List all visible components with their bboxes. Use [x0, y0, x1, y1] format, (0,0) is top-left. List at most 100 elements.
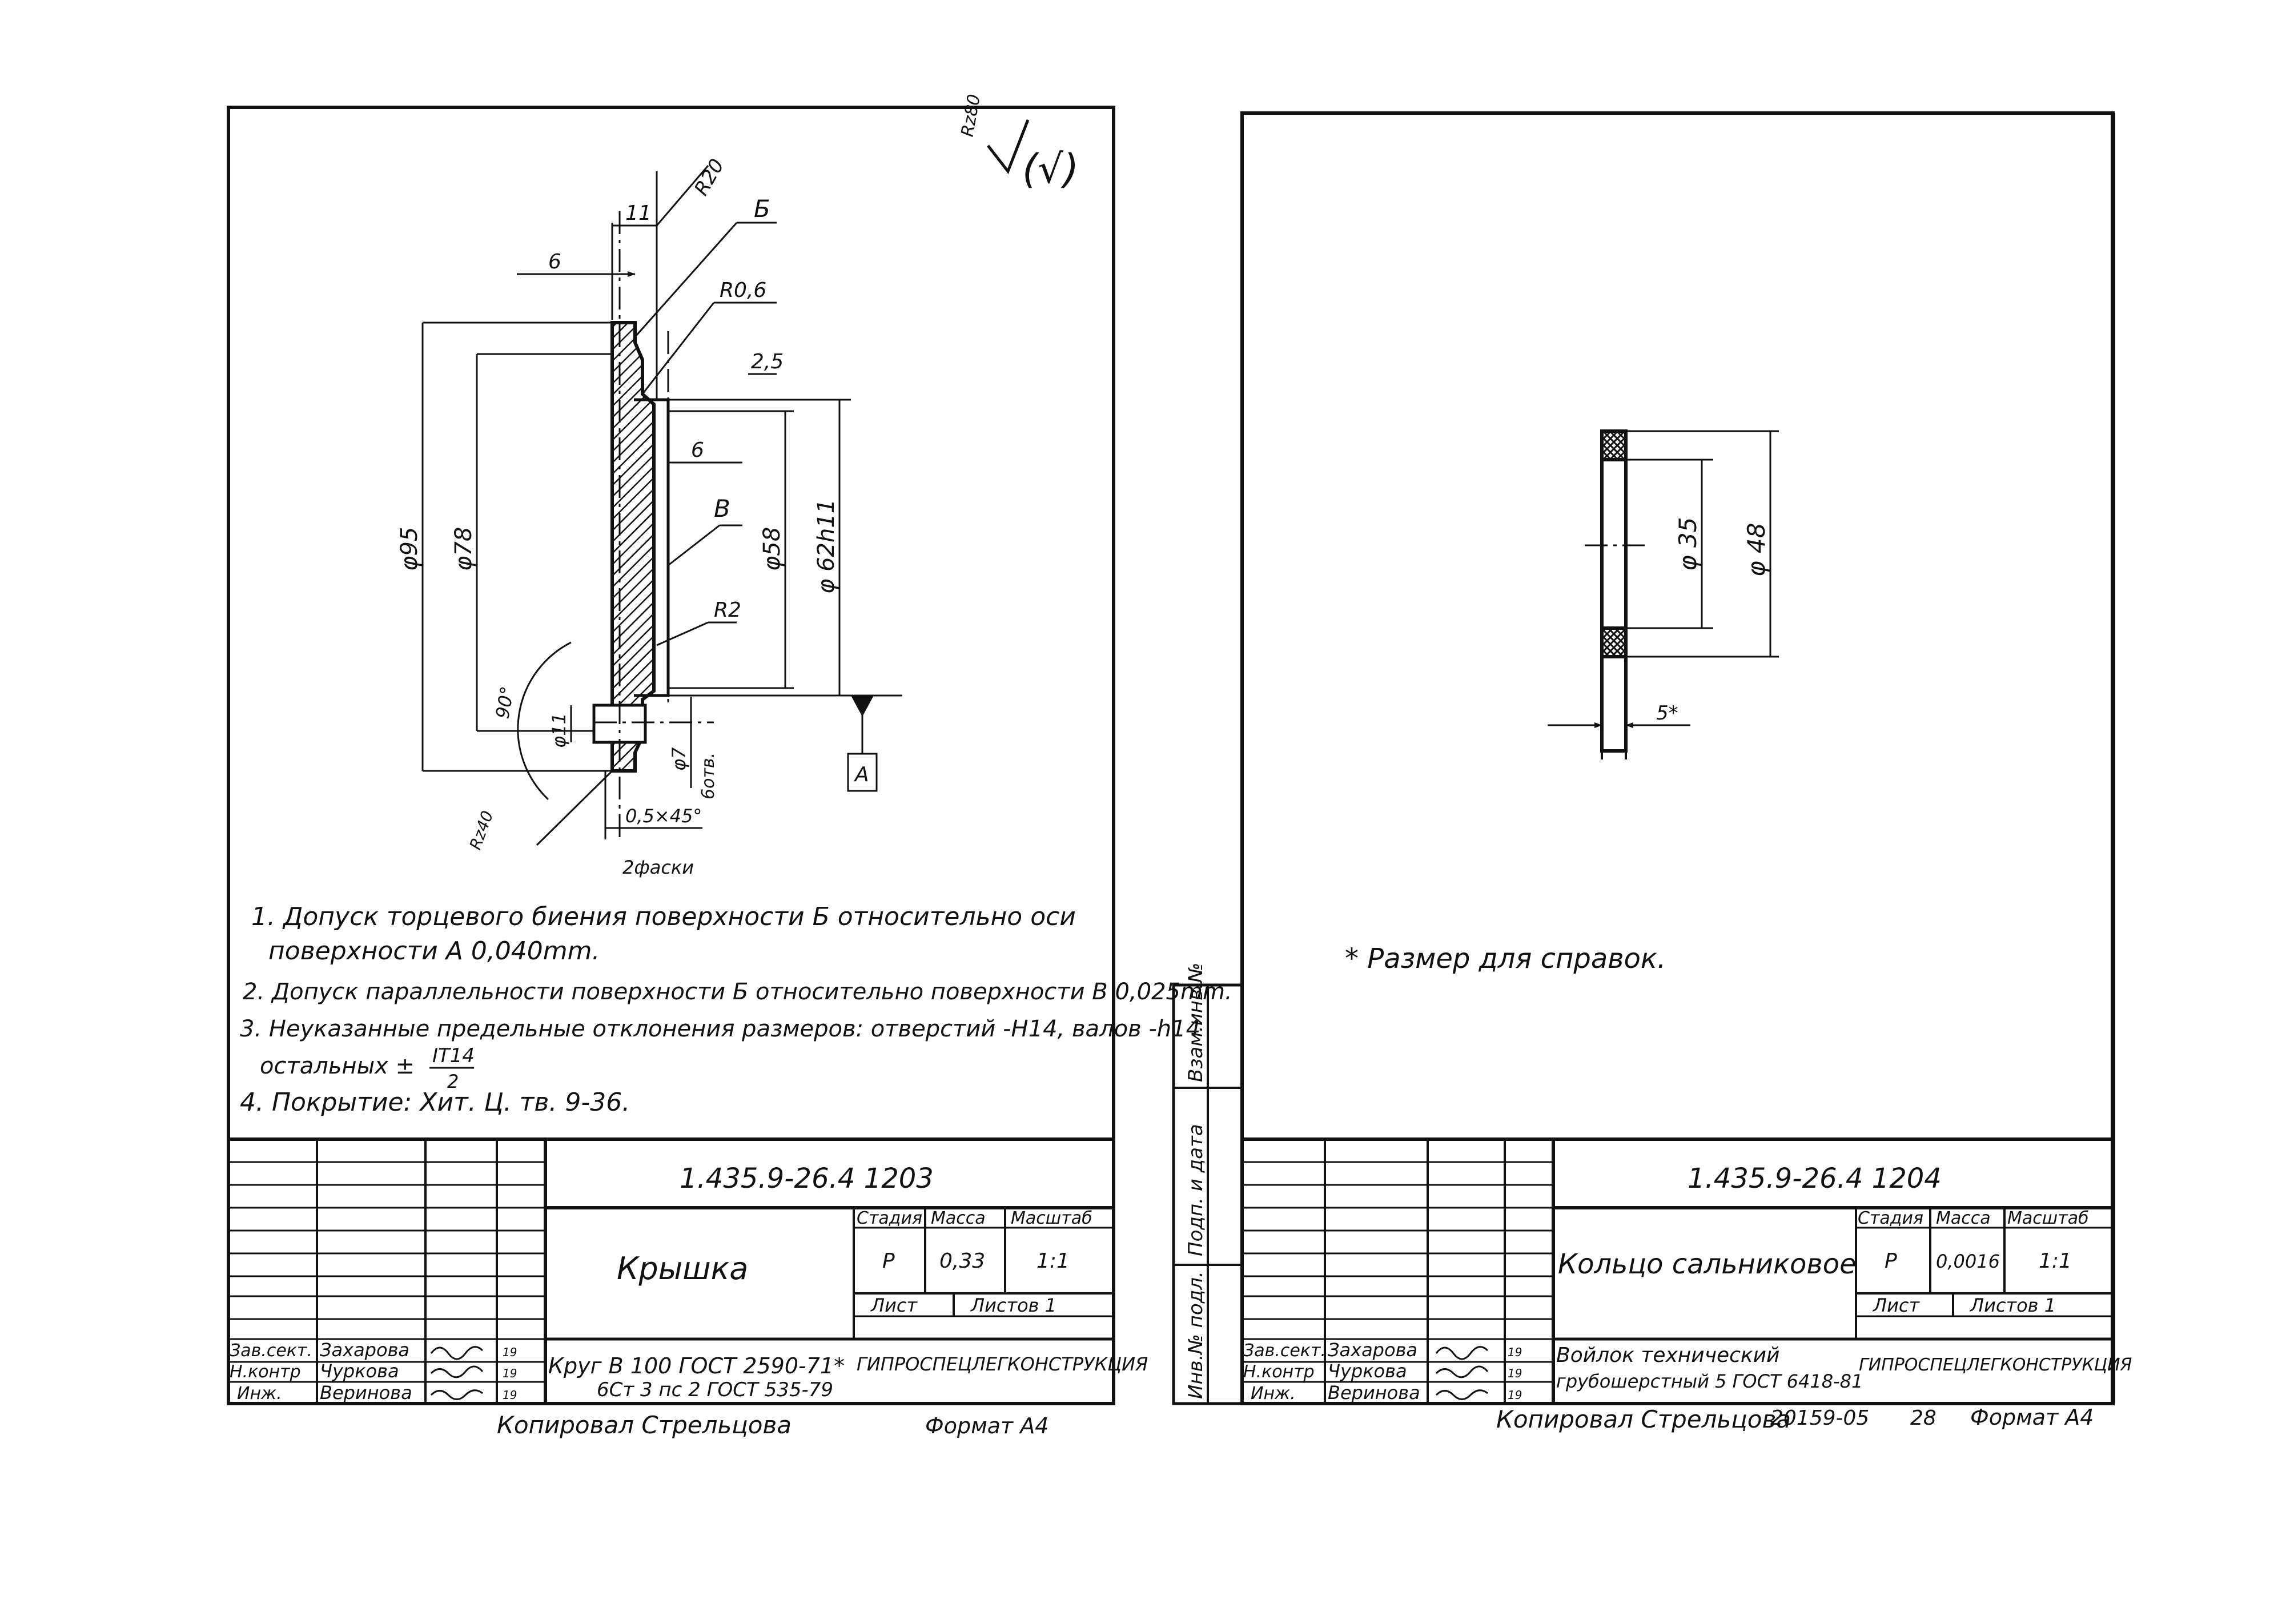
- dim-d95: φ95: [396, 527, 423, 571]
- stage-header-2: Стадия: [1858, 1208, 1923, 1228]
- scale-header-2: Масштаб: [2007, 1208, 2089, 1228]
- sheet-1: Rz80 (√): [227, 93, 1232, 1439]
- dim-6-top: 6: [548, 250, 561, 274]
- side-strip: [1172, 983, 1244, 1405]
- copied-by-1: Копировал Стрельцова: [497, 1411, 792, 1439]
- roughness-value: Rz80: [958, 93, 985, 138]
- format-1: Формат А4: [925, 1413, 1048, 1438]
- mass-value-1: 0,33: [939, 1249, 985, 1273]
- cover-plate-section: [610, 321, 656, 773]
- date-1-1: 19: [503, 1345, 517, 1359]
- scale-value-1: 1:1: [1036, 1249, 1070, 1273]
- dimensions-sheet-1: [421, 165, 902, 846]
- dim-5: 5*: [1656, 702, 1678, 725]
- dim-d62h11: φ 62h11: [813, 499, 839, 594]
- dim-d11: φ11: [548, 713, 570, 748]
- signature-2-1: [1435, 1346, 1489, 1360]
- chamfer-dim: 0,5×45°: [625, 805, 702, 827]
- date-1-2: 19: [503, 1366, 517, 1380]
- dim-d35: φ 35: [1674, 517, 1702, 572]
- role-2-2: Н.контр: [1243, 1362, 1315, 1382]
- stage-value-1: P: [882, 1249, 895, 1273]
- reference-note: * Размер для справок.: [1345, 943, 1666, 975]
- dim-d48: φ 48: [1742, 523, 1770, 577]
- title-block-2: [1242, 1137, 2113, 1404]
- copied-by-2: Копировал Стрельцова: [1496, 1405, 1791, 1433]
- mass-header-1: Масса: [931, 1208, 986, 1228]
- role-2-3: Инж.: [1251, 1384, 1296, 1404]
- dim-d58: φ58: [759, 527, 785, 571]
- doc-number-2: 1.435.9-26.4 1204: [1688, 1163, 1942, 1195]
- format-2: Формат А4: [1970, 1405, 2094, 1430]
- title-block-1-text: 1.435.9-26.4 1203 Крышка Стадия Масса Ма…: [230, 1163, 1148, 1404]
- surface-v-label: В: [714, 495, 730, 522]
- album-code: 20159-05: [1770, 1406, 1869, 1430]
- dim-11: 11: [625, 202, 652, 225]
- sheet-2: φ 35 φ 48 5* * Размер для справок. Инв.№…: [1172, 111, 2132, 1433]
- dim-6-mid: 6: [691, 439, 704, 462]
- dim-r06: R0,6: [720, 279, 766, 302]
- note-3-fraction-num: IT14: [432, 1044, 475, 1067]
- surface-b-label: Б: [754, 195, 770, 223]
- dim-d78: φ78: [451, 527, 477, 571]
- person-1-2: Чуркова: [320, 1360, 399, 1382]
- dim-r2: R2: [714, 598, 741, 622]
- cover-part-section: [592, 211, 714, 839]
- angle-90: 90°: [491, 685, 518, 720]
- scale-header-1: Масштаб: [1011, 1208, 1092, 1228]
- note-3-line-2: остальных ±: [260, 1053, 415, 1079]
- role-2-1: Зав.сект.: [1243, 1341, 1326, 1361]
- holes-count: 6отв.: [698, 753, 718, 799]
- date-1-3: 19: [503, 1388, 517, 1402]
- sheet-header-1: Лист: [870, 1295, 918, 1316]
- material-1-line-1: Круг В 100 ГОСТ 2590-71*: [548, 1353, 845, 1378]
- person-2-3: Веринова: [1328, 1382, 1420, 1404]
- date-2-2: 19: [1508, 1366, 1522, 1380]
- date-2-1: 19: [1508, 1345, 1522, 1359]
- signature-1-2: [430, 1365, 484, 1378]
- sheets-header-2: Листов 1: [1970, 1295, 2056, 1316]
- organization-2: ГИПРОСПЕЦЛЕГКОНСТРУКЦИЯ: [1859, 1355, 2132, 1375]
- title-block-1: [228, 1137, 1114, 1404]
- signature-2-3: [1435, 1389, 1488, 1400]
- part-name-1: Крышка: [617, 1251, 748, 1287]
- mass-header-2: Масса: [1936, 1208, 1991, 1228]
- sheet-1-frame: [227, 106, 1115, 1405]
- organization-1: ГИПРОСПЕЦЛЕГКОНСТРУКЦИЯ: [857, 1353, 1148, 1375]
- sheets-header-1: Листов 1: [970, 1295, 1056, 1316]
- scale-value-2: 1:1: [2039, 1249, 2072, 1273]
- side-label-sign: Подп. и дата: [1184, 1124, 1207, 1256]
- page-number: 28: [1910, 1406, 1937, 1430]
- note-1-line-2: поверхности А 0,040mm.: [268, 936, 600, 966]
- dim-r20: R20: [690, 155, 729, 200]
- doc-number-1: 1.435.9-26.4 1203: [680, 1163, 934, 1195]
- signature-1-3: [430, 1389, 483, 1400]
- role-1-3: Инж.: [237, 1384, 282, 1404]
- material-2-line-2: грубошерстный 5 ГОСТ 6418-81: [1556, 1370, 1863, 1392]
- sheet-header-2: Лист: [1873, 1295, 1920, 1316]
- person-2-2: Чуркова: [1328, 1360, 1407, 1382]
- mass-value-2: 0,0016: [1936, 1251, 2000, 1272]
- person-1-1: Захарова: [320, 1339, 409, 1361]
- dimension-labels-sheet-1: 11 R20 Б 6 R0,6 2,5 6 В φ95 φ78 φ58 φ 62…: [396, 155, 839, 878]
- signature-2-2: [1435, 1365, 1489, 1378]
- side-label-inv: Инв.№ подл.: [1184, 1271, 1207, 1399]
- person-1-3: Веринова: [320, 1382, 412, 1404]
- person-2-1: Захарова: [1328, 1339, 1417, 1361]
- datum-label: А: [854, 763, 869, 786]
- stage-value-2: P: [1885, 1249, 1897, 1273]
- note-4: 4. Покрытие: Хит. Ц. тв. 9-36.: [240, 1088, 630, 1117]
- roughness-other: (√): [1022, 146, 1079, 192]
- roughness-rz40: Rz40: [466, 809, 497, 853]
- note-1-line-1: 1. Допуск торцевого биения поверхности Б…: [251, 902, 1076, 931]
- note-3-fraction-den: 2: [447, 1071, 459, 1092]
- ring-section-bottom: [1600, 626, 1628, 658]
- seal-ring-section: [1585, 429, 1645, 759]
- chamfer-count: 2фаски: [622, 857, 694, 878]
- dim-25: 2,5: [751, 350, 784, 373]
- side-label-replace: Взам.инв.№: [1184, 963, 1207, 1082]
- part-name-2: Кольцо сальниковое: [1558, 1248, 1857, 1280]
- technical-notes: 1. Допуск торцевого биения поверхности Б…: [240, 902, 1232, 1117]
- note-2: 2. Допуск параллельности поверхности Б о…: [243, 979, 1232, 1005]
